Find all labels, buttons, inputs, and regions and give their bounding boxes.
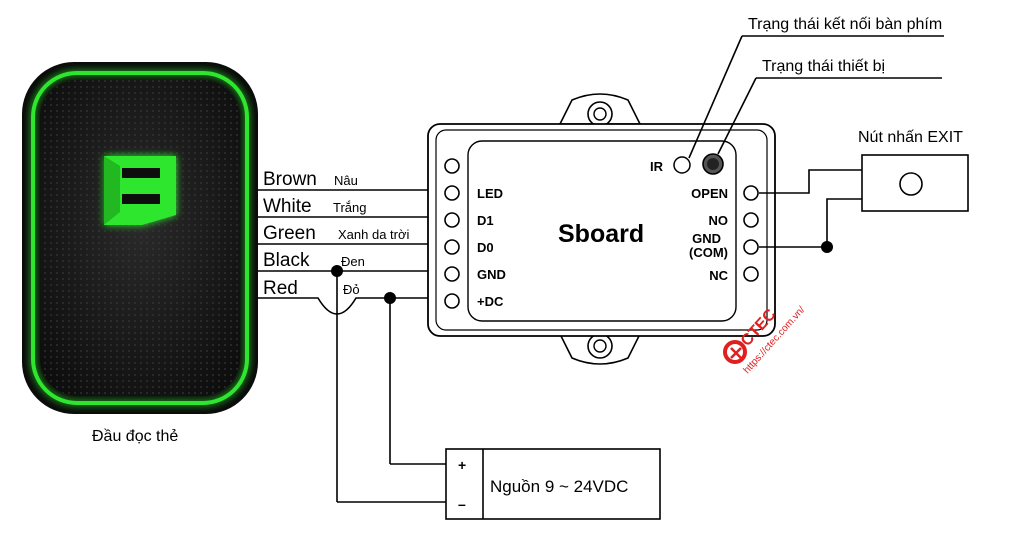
terminal-right-label: (COM) <box>689 245 728 260</box>
wire-black-vi: Đen <box>341 254 365 269</box>
terminal-right-label: NC <box>709 268 728 283</box>
wire-black-en: Black <box>263 250 310 271</box>
terminal-left-d0[interactable] <box>444 239 460 255</box>
ir-label: IR <box>650 159 664 174</box>
wire-labels: Brown Nâu White Trắng Green Xanh da trời… <box>263 169 410 299</box>
callout-lines <box>688 35 944 159</box>
power-minus: – <box>458 496 466 512</box>
power-plus: + <box>458 457 466 473</box>
terminal-left-gnd[interactable] <box>444 266 460 282</box>
wire-white-en: White <box>263 196 312 217</box>
wire-green-vi: Xanh da trời <box>338 227 410 242</box>
device-status-label: Trạng thái thiết bị <box>762 58 885 75</box>
exit-button[interactable] <box>861 154 969 212</box>
wire-white-vi: Trắng <box>333 200 366 215</box>
junction-exit <box>821 241 833 253</box>
junction-red <box>384 292 396 304</box>
wire-red-en: Red <box>263 278 298 299</box>
wire-brown-vi: Nâu <box>334 173 358 188</box>
terminal-right-no[interactable] <box>743 212 759 228</box>
terminal-right-label: NO <box>709 213 729 228</box>
exit-button-label: Nút nhấn EXIT <box>858 129 963 146</box>
terminal-right-label: OPEN <box>691 186 728 201</box>
power-supply <box>445 448 661 520</box>
terminal-left-d1[interactable] <box>444 212 460 228</box>
ir-led <box>673 156 691 174</box>
wire-green-en: Green <box>263 223 316 244</box>
reader-logo-icon <box>104 156 176 225</box>
terminal-left-label: +DC <box>477 294 504 309</box>
terminal-right-open[interactable] <box>743 185 759 201</box>
terminal-left-label: D0 <box>477 240 494 255</box>
terminal-left-dc[interactable] <box>444 293 460 309</box>
terminal-left-led[interactable] <box>444 158 460 174</box>
terminal-left-led[interactable] <box>444 185 460 201</box>
power-label: Nguồn 9 ~ 24VDC <box>490 477 628 496</box>
terminal-right-label: GND <box>692 231 721 246</box>
reader-wires <box>258 189 446 503</box>
terminal-left-label: LED <box>477 186 503 201</box>
wire-red-vi: Đỏ <box>343 282 360 297</box>
ctec-logo-icon <box>723 340 747 364</box>
terminal-right-gnd[interactable] <box>743 239 759 255</box>
terminal-left-label: GND <box>477 267 506 282</box>
reader-label: Đầu đọc thẻ <box>92 428 178 445</box>
board-name: Sboard <box>558 220 644 248</box>
sboard-controller <box>427 93 776 365</box>
terminal-left-label: D1 <box>477 213 494 228</box>
junction-black <box>331 265 343 277</box>
terminal-right-nc[interactable] <box>743 266 759 282</box>
wire-brown-en: Brown <box>263 169 317 190</box>
exit-wires <box>759 169 862 253</box>
keyboard-status-label: Trạng thái kết nối bàn phím <box>748 16 942 33</box>
card-reader <box>22 62 258 414</box>
